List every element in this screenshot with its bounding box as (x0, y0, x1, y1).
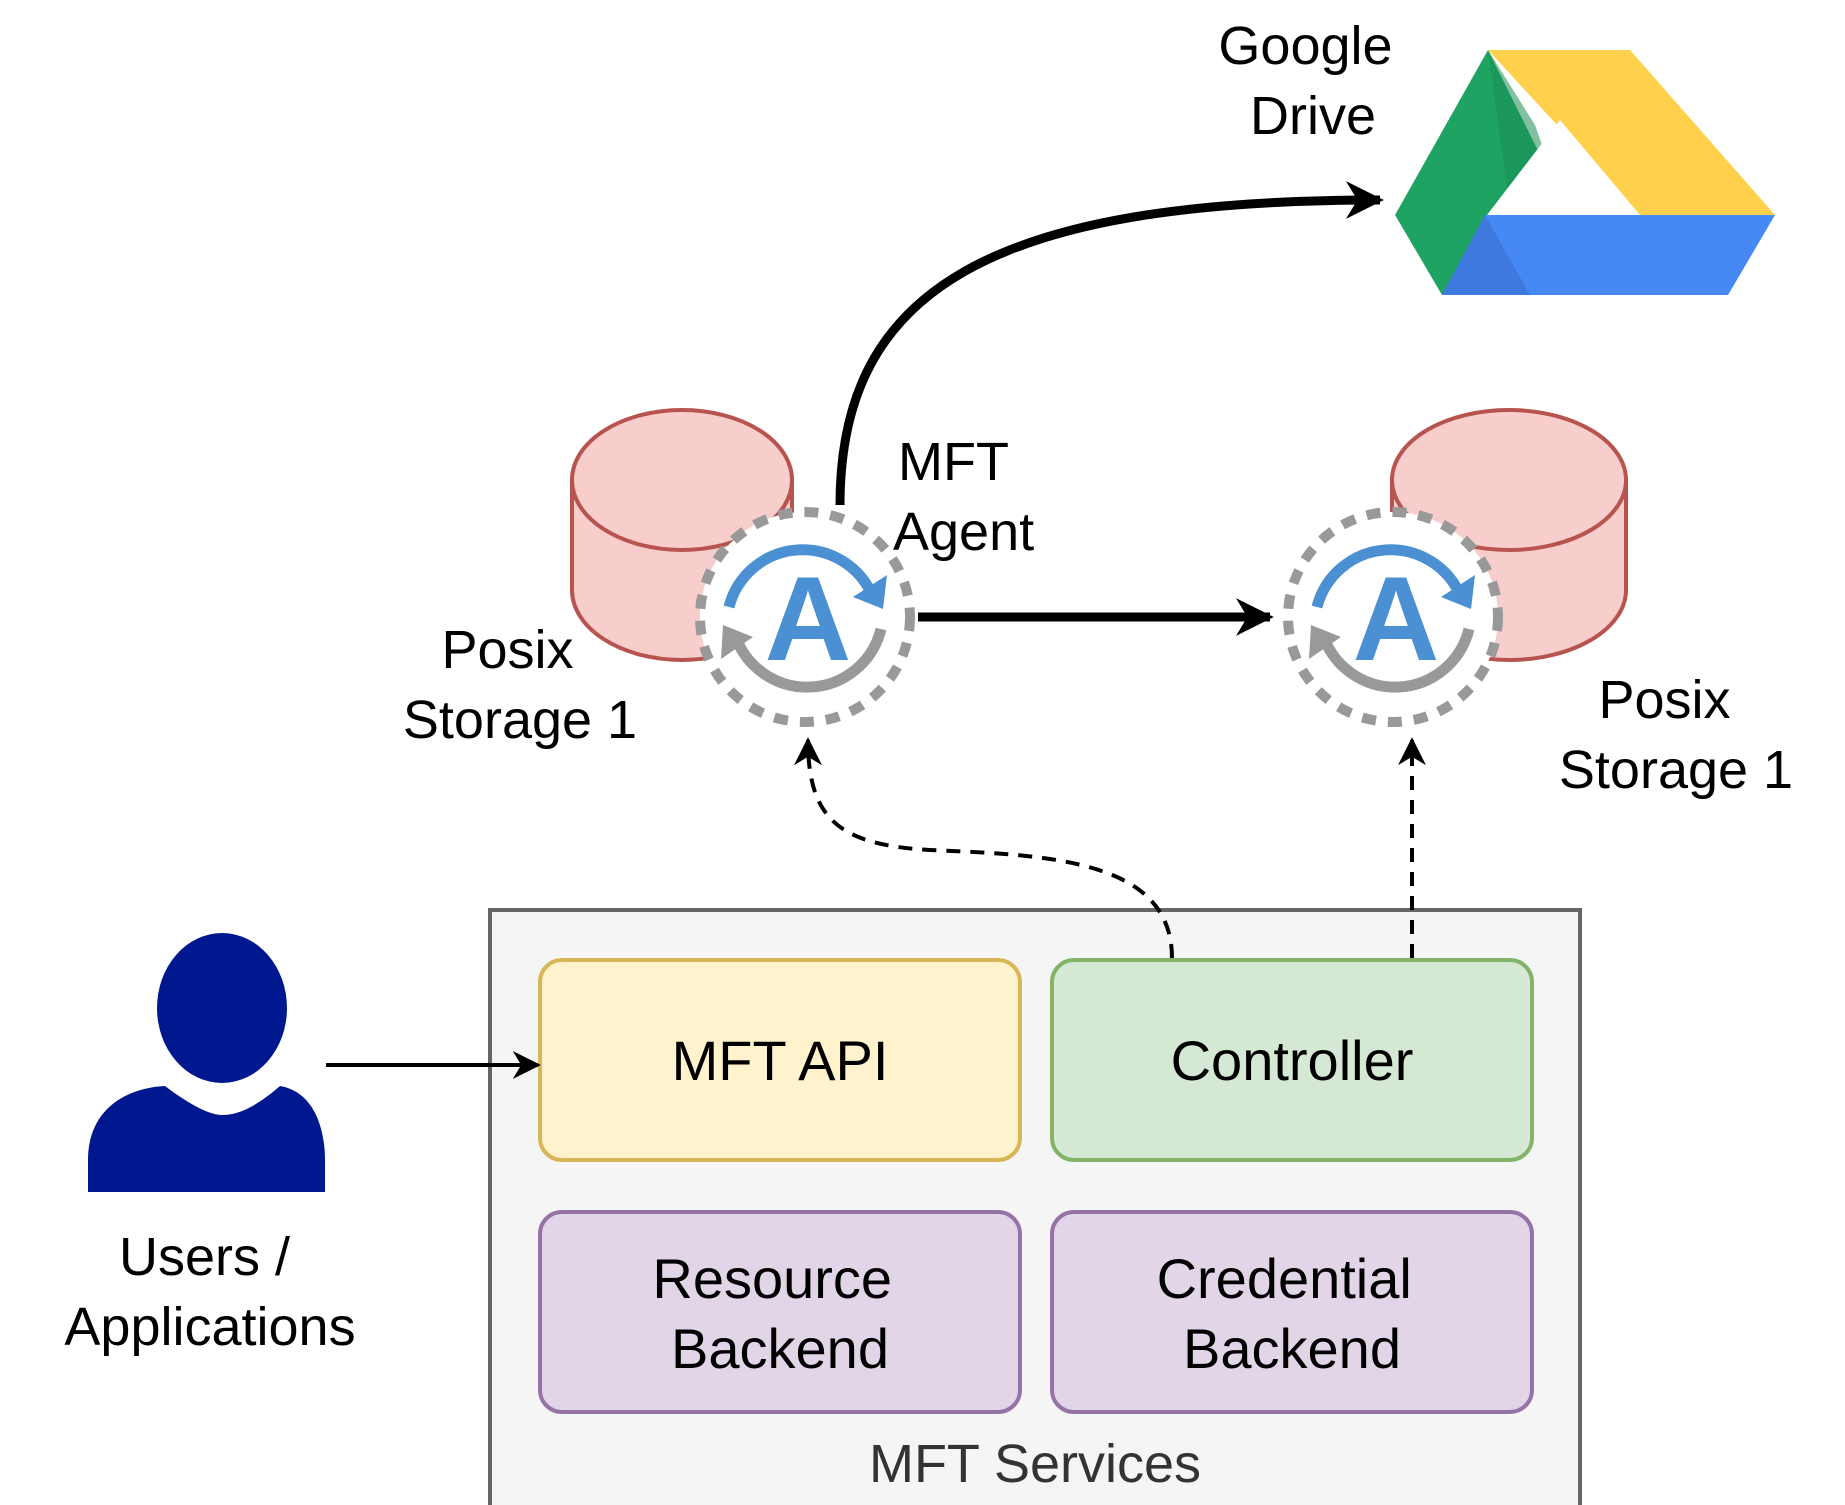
mft-agent-right-icon: A (1288, 512, 1498, 722)
users-applications-label: Users / Applications (64, 1227, 355, 1357)
posix-storage-right-label: Posix Storage 1 (1559, 670, 1793, 800)
posix-storage-left-label: Posix Storage 1 (403, 620, 637, 750)
resource-backend-box[interactable] (538, 1210, 1022, 1414)
google-drive-icon (1395, 50, 1775, 295)
controller-box[interactable] (1050, 958, 1534, 1162)
agent-to-drive-arrow (835, 181, 1384, 506)
mft-agent-label: MFT Agent (893, 432, 1034, 562)
resource-backend-label: Resource Backend (652, 1247, 907, 1380)
mft-services-title: MFT Services (869, 1434, 1201, 1494)
mft-api-label: MFT API (672, 1029, 889, 1092)
google-drive-label: Google Drive (1218, 16, 1407, 146)
user-silhouette-icon (88, 933, 325, 1192)
credential-backend-box[interactable] (1050, 1210, 1534, 1414)
svg-text:A: A (765, 552, 852, 686)
controller-to-left-agent-arrow (794, 737, 1174, 959)
mft-agent-left-icon: A (700, 512, 910, 722)
credential-backend-label: Credential Backend (1157, 1247, 1428, 1380)
controller-label: Controller (1171, 1029, 1414, 1092)
svg-text:A: A (1353, 552, 1440, 686)
